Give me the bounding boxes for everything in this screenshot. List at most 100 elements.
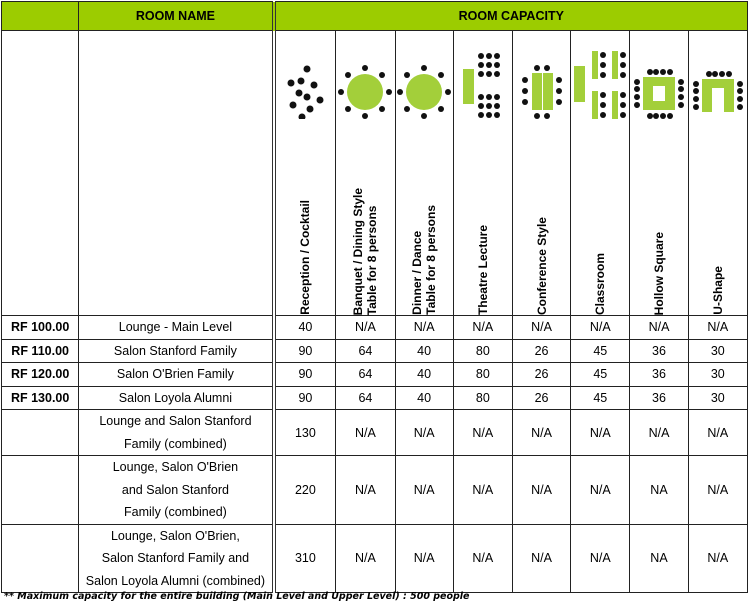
capacity-value: 80: [452, 385, 513, 410]
capacity-value: N/A: [629, 409, 689, 456]
capacity-value: 45: [570, 338, 631, 363]
capacity-value: 36: [629, 362, 689, 387]
room-code: RF 100.00: [0, 315, 80, 340]
header-room-capacity: ROOM CAPACITY: [271, 1, 748, 31]
capacity-value: N/A: [570, 409, 631, 456]
room-name: Salon O'Brien Family: [78, 362, 275, 387]
capacity-value: 40: [394, 338, 454, 363]
table-row: RF 110.00 Salon Stanford Family 90 64 40…: [0, 338, 749, 363]
capacity-value: 30: [687, 385, 749, 410]
capacity-value: 80: [452, 338, 513, 363]
column-label: Classroom: [593, 252, 608, 315]
column-dinner-dance: Dinner / Dance Table for 8 persons: [394, 30, 454, 316]
capacity-value: N/A: [629, 315, 689, 340]
header-room-name: ROOM NAME: [78, 1, 275, 31]
column-banquet: Banquet / Dining Style Table for 8 perso…: [335, 30, 396, 316]
room-name: Salon Loyola Alumni: [78, 385, 275, 410]
room-code: [0, 409, 80, 456]
column-reception: Reception / Cocktail: [271, 30, 337, 316]
column-theatre: Theatre Lecture: [452, 30, 513, 316]
capacity-value: N/A: [687, 455, 749, 525]
capacity-value: 64: [335, 362, 396, 387]
capacity-value: 40: [394, 362, 454, 387]
column-label: Hollow Square: [651, 231, 666, 315]
room-code: [0, 455, 80, 525]
capacity-value: N/A: [570, 315, 631, 340]
capacity-value: N/A: [335, 455, 396, 525]
capacity-value: 45: [570, 385, 631, 410]
capacity-value: N/A: [511, 409, 572, 456]
room-name: Lounge, Salon O'Brien, Salon Stanford Fa…: [78, 523, 275, 593]
capacity-value: N/A: [511, 315, 572, 340]
capacity-value: 26: [511, 385, 572, 410]
column-u-shape: U-Shape: [687, 30, 749, 316]
capacity-value: 220: [271, 455, 337, 525]
capacity-value: N/A: [394, 409, 454, 456]
capacity-value: N/A: [452, 523, 513, 593]
capacity-value: N/A: [687, 523, 749, 593]
theatre-lecture-icon: [462, 53, 500, 118]
blank-cell: [0, 30, 80, 316]
capacity-value: N/A: [687, 409, 749, 456]
column-conference: Conference Style: [511, 30, 572, 316]
classroom-icon: [574, 51, 627, 119]
table-row: Lounge, Salon O'Brien, Salon Stanford Fa…: [0, 523, 749, 593]
capacity-value: 30: [687, 338, 749, 363]
column-label: Dinner / Dance Table for 8 persons: [410, 205, 439, 315]
capacity-value: 30: [687, 362, 749, 387]
blank-cell: [78, 30, 275, 316]
hollow-square-icon: [633, 69, 684, 119]
capacity-value: N/A: [570, 523, 631, 593]
room-code: RF 130.00: [0, 385, 80, 410]
room-name: Lounge, Salon O'Brien and Salon Stanford…: [78, 455, 275, 525]
capacity-value: N/A: [452, 455, 513, 525]
u-shape-icon: [692, 71, 743, 112]
capacity-value: 130: [271, 409, 337, 456]
capacity-value: N/A: [335, 409, 396, 456]
capacity-value: 64: [335, 338, 396, 363]
capacity-value: NA: [629, 455, 689, 525]
capacity-value: 90: [271, 362, 337, 387]
capacity-value: 26: [511, 362, 572, 387]
capacity-value: N/A: [511, 523, 572, 593]
room-name: Salon Stanford Family: [78, 338, 275, 363]
capacity-value: N/A: [452, 315, 513, 340]
column-hollow-square: Hollow Square: [629, 30, 689, 316]
capacity-value: N/A: [394, 315, 454, 340]
header-code-cell: [0, 1, 80, 31]
capacity-value: N/A: [394, 455, 454, 525]
table-row: RF 130.00 Salon Loyola Alumni 90 64 40 8…: [0, 385, 749, 410]
capacity-value: 45: [570, 362, 631, 387]
reception-cocktail-icon: [287, 65, 324, 119]
column-classroom: Classroom: [570, 30, 631, 316]
capacity-value: 64: [335, 385, 396, 410]
capacity-value: N/A: [394, 523, 454, 593]
capacity-value: 40: [394, 385, 454, 410]
column-label: Banquet / Dining Style Table for 8 perso…: [351, 187, 380, 315]
capacity-value: NA: [629, 523, 689, 593]
capacity-value: N/A: [570, 455, 631, 525]
column-label: Theatre Lecture: [475, 224, 490, 315]
capacity-value: 90: [271, 338, 337, 363]
conference-style-icon: [521, 65, 562, 119]
capacity-value: N/A: [452, 409, 513, 456]
capacity-value: 80: [452, 362, 513, 387]
capacity-value: 36: [629, 338, 689, 363]
footnote: ** Maximum capacity for the entire build…: [4, 591, 470, 602]
table-row: Lounge and Salon Stanford Family (combin…: [0, 409, 749, 456]
column-label: U-Shape: [710, 266, 725, 315]
capacity-value: 36: [629, 385, 689, 410]
capacity-value: 26: [511, 338, 572, 363]
capacity-value: N/A: [335, 315, 396, 340]
column-label: Conference Style: [534, 216, 549, 315]
room-code: RF 120.00: [0, 362, 80, 387]
capacity-value: N/A: [511, 455, 572, 525]
room-code: RF 110.00: [0, 338, 80, 363]
room-capacity-table: ROOM NAME ROOM CAPACITY Reception / Cock…: [0, 1, 749, 593]
banquet-table-icon: [338, 65, 393, 119]
capacity-value: 40: [271, 315, 337, 340]
room-code: [0, 523, 80, 593]
column-label: Reception / Cocktail: [298, 200, 313, 315]
capacity-value: N/A: [687, 315, 749, 340]
table-row: RF 120.00 Salon O'Brien Family 90 64 40 …: [0, 362, 749, 387]
